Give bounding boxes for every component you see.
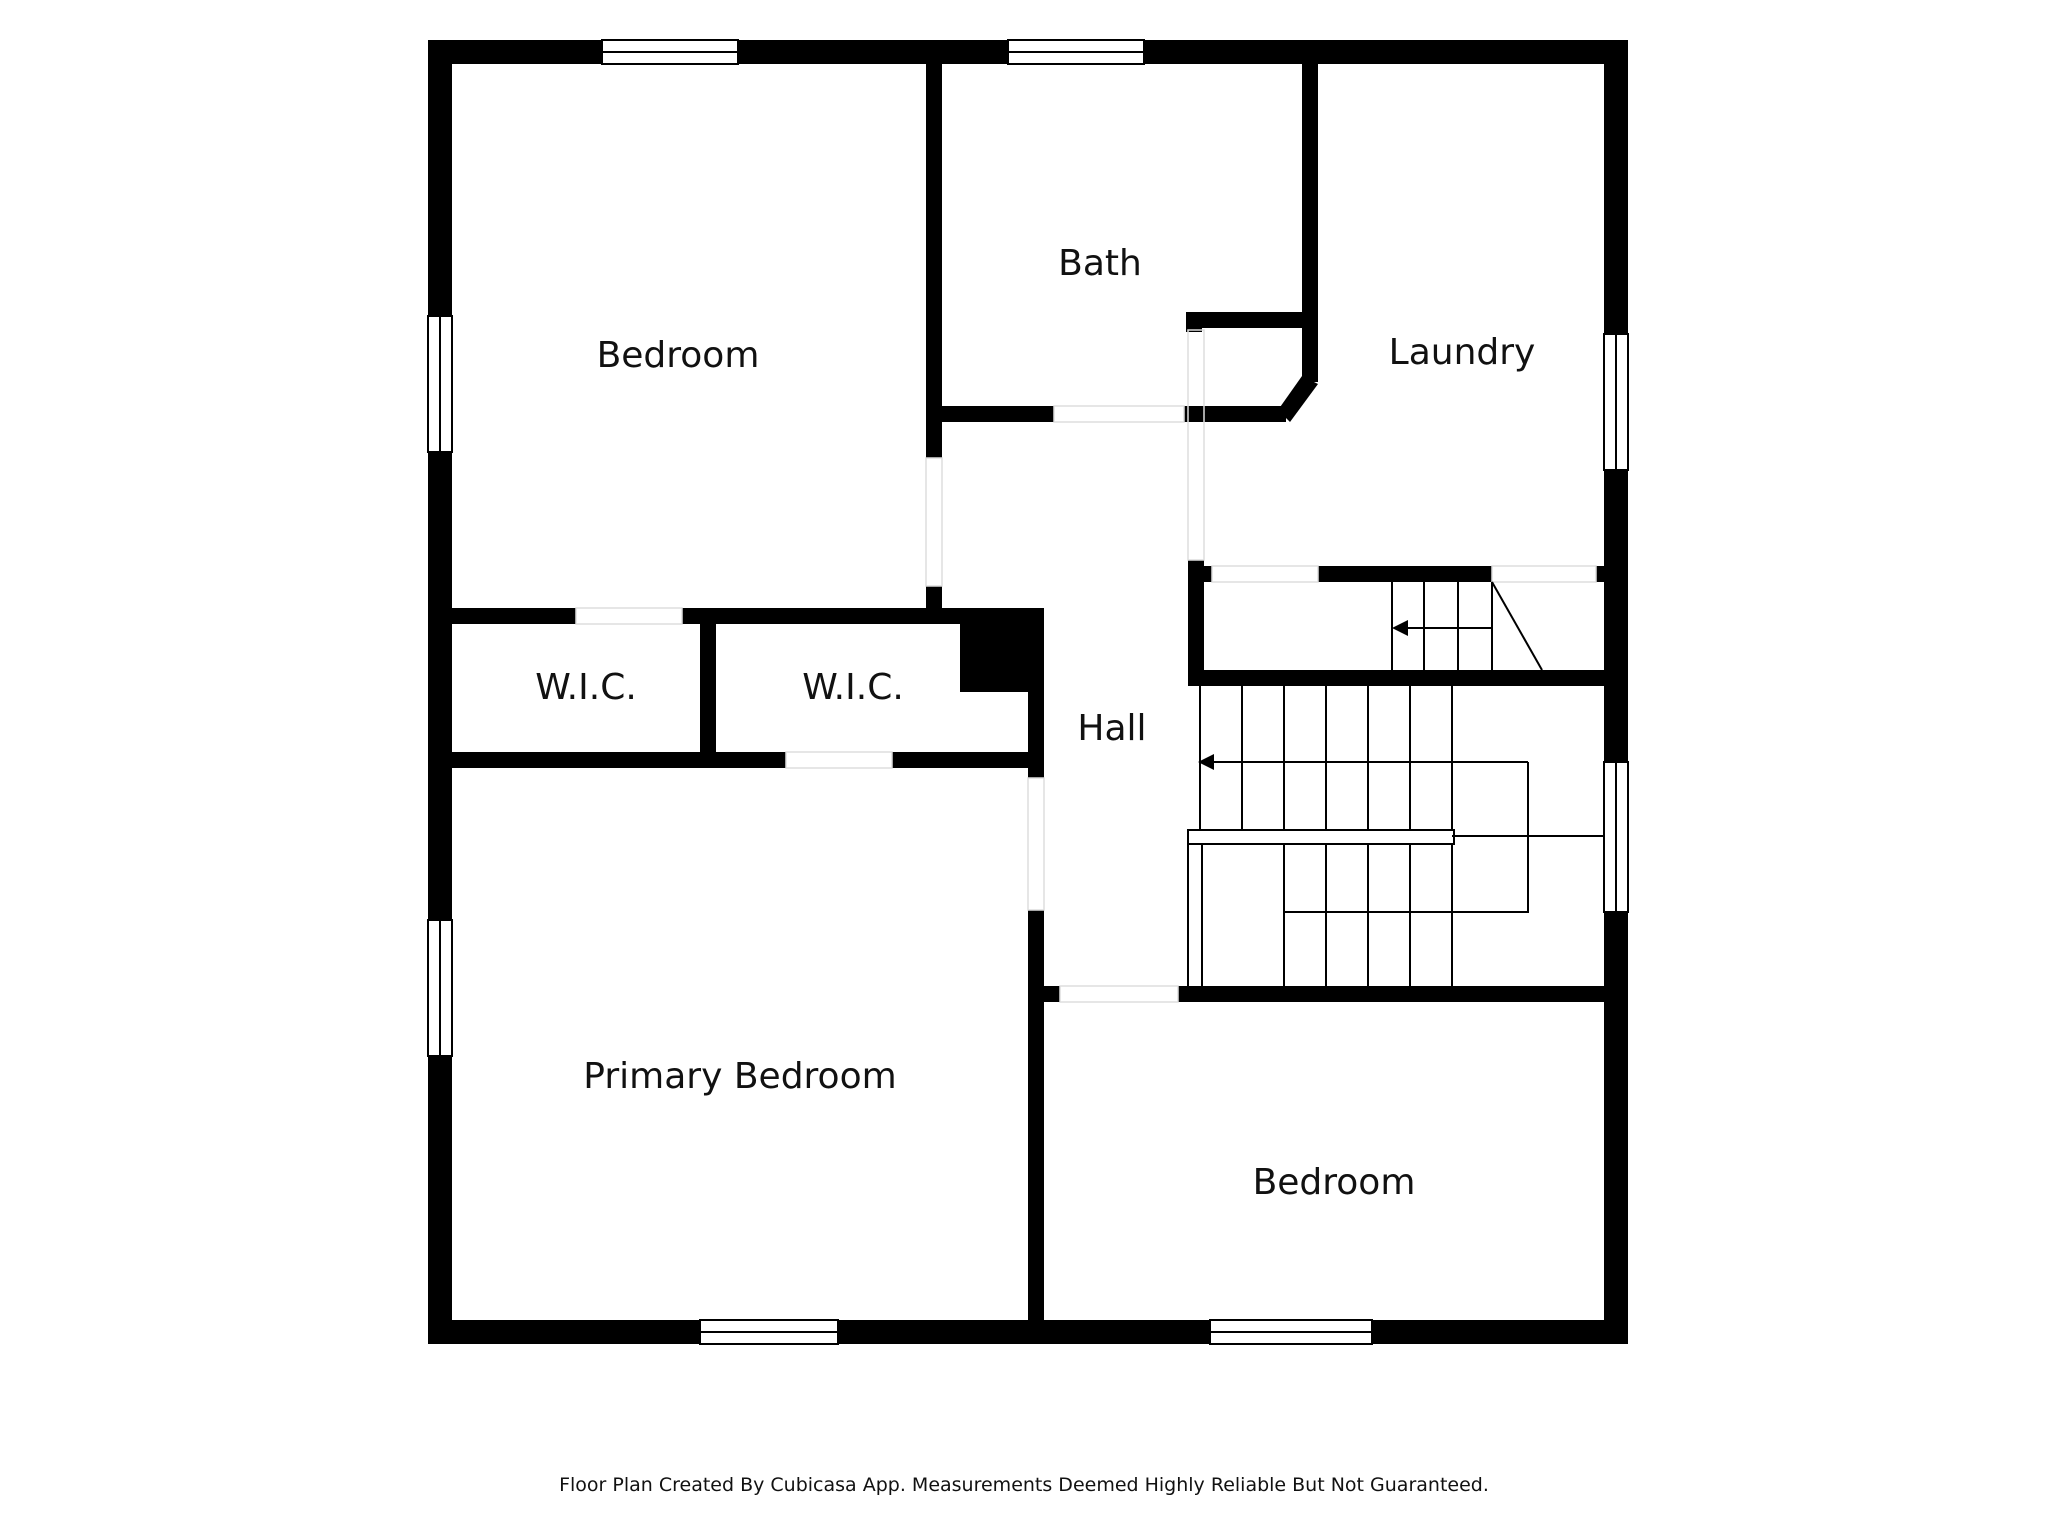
door-primary-hall <box>1027 777 1045 911</box>
wall-nook-top <box>1186 312 1310 328</box>
door-bedroom-hall <box>925 457 943 587</box>
window-right-stair <box>1603 761 1629 913</box>
door-laundry-closet-left <box>1211 565 1319 583</box>
window-bottom-bedroom <box>1209 1319 1373 1345</box>
wall-nook-diagonal <box>1278 376 1318 422</box>
room-labels: Bedroom Bath Laundry W.I.C. W.I.C. Hall … <box>535 243 1535 1203</box>
label-wic-left: W.I.C. <box>535 667 637 708</box>
label-bedroom-bottom-right: Bedroom <box>1253 1162 1416 1203</box>
wall-bath-bottom-left <box>934 406 1054 422</box>
wall-laundry-bottom-post-right <box>1596 566 1616 582</box>
window-left-primary <box>427 919 453 1057</box>
label-laundry: Laundry <box>1389 332 1536 373</box>
door-bedroom-hall-bottom <box>1059 985 1179 1003</box>
wall-outer-right <box>1604 40 1628 1344</box>
wall-nook-post <box>1186 312 1202 332</box>
wall-wic-top-left <box>440 608 576 624</box>
wall-wic-top-right <box>682 608 1044 624</box>
window-left-bedroom <box>427 315 453 453</box>
wall-hall-left-upper <box>1028 612 1044 778</box>
window-top-bath <box>1007 39 1145 65</box>
upper-stairs <box>1391 581 1543 671</box>
door-bedroom-wic <box>575 607 683 625</box>
wall-laundry-bottom-mid <box>1318 566 1492 582</box>
label-bath: Bath <box>1058 243 1142 284</box>
wall-bedroom-bath <box>926 52 942 458</box>
window-right-laundry <box>1603 333 1629 471</box>
door-laundry-closet-right <box>1491 565 1597 583</box>
door-primary-wic <box>785 751 893 769</box>
window-top-bedroom <box>601 39 739 65</box>
door-laundry-hall <box>1187 329 1205 561</box>
window-bottom-primary <box>699 1319 839 1345</box>
label-wic-right: W.I.C. <box>802 667 904 708</box>
label-primary-bedroom: Primary Bedroom <box>583 1056 896 1097</box>
label-bedroom-top-left: Bedroom <box>597 335 760 376</box>
wall-stair-top <box>1188 670 1616 686</box>
wall-wic-bottom-left <box>440 752 786 768</box>
wall-nook-bottom <box>1196 406 1286 422</box>
upper-stair-arrow <box>1392 620 1408 636</box>
wall-laundry-bottom-post <box>1188 566 1212 582</box>
wall-hall-left-lower <box>1028 910 1044 1332</box>
interior-walls <box>440 52 1616 1332</box>
wall-bedroom-hall-stub <box>926 586 942 610</box>
wall-wic-bottom-right <box>892 752 1040 768</box>
wall-wic-divider <box>700 616 716 760</box>
wall-stair-bottom <box>1178 986 1616 1002</box>
door-openings <box>575 329 1597 1003</box>
windows <box>427 39 1629 1345</box>
wall-hall-right <box>1188 560 1204 686</box>
wall-bath-laundry <box>1302 52 1318 382</box>
main-stair-arrow <box>1198 754 1214 770</box>
footer-disclaimer: Floor Plan Created By Cubicasa App. Meas… <box>559 1474 1489 1496</box>
wall-outer-left <box>428 40 452 1344</box>
wall-hall-bottom-left <box>1036 986 1060 1002</box>
door-bath-hall <box>1053 405 1185 423</box>
label-hall: Hall <box>1077 708 1146 749</box>
main-stairs <box>1187 686 1604 986</box>
